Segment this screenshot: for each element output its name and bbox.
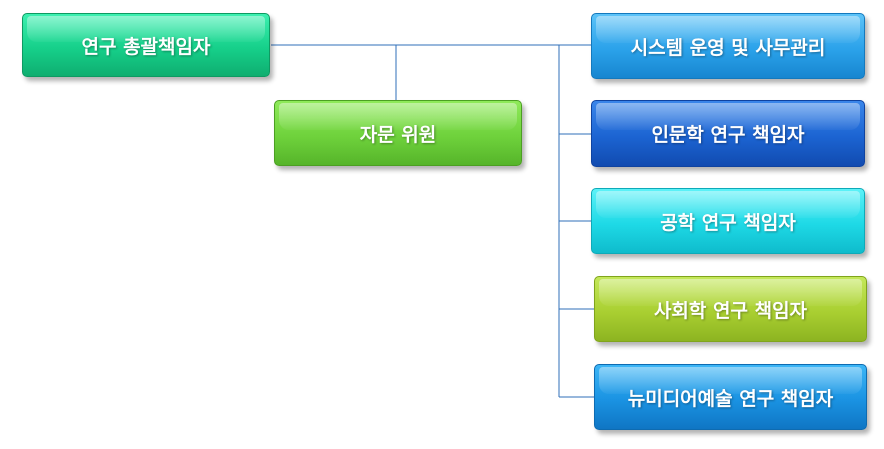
node-label: 연구 총괄책임자 [81, 35, 211, 58]
node-label: 사회학 연구 책임자 [653, 299, 808, 322]
node-label: 자문 위원 [359, 123, 437, 146]
node-advisory-committee: 자문 위원 [274, 100, 522, 166]
node-sociology-lead: 사회학 연구 책임자 [594, 276, 867, 342]
node-label: 뉴미디어예술 연구 책임자 [627, 387, 834, 410]
node-label: 공학 연구 책임자 [660, 211, 796, 234]
node-humanities-lead: 인문학 연구 책임자 [591, 100, 865, 167]
node-label: 인문학 연구 책임자 [651, 124, 805, 146]
node-engineering-lead: 공학 연구 책임자 [591, 188, 865, 254]
node-system-operations: 시스템 운영 및 사무관리 [591, 13, 865, 79]
node-new-media-art-lead: 뉴미디어예술 연구 책임자 [594, 364, 867, 430]
node-research-director: 연구 총괄책임자 [22, 13, 270, 77]
node-label: 시스템 운영 및 사무관리 [630, 36, 826, 59]
